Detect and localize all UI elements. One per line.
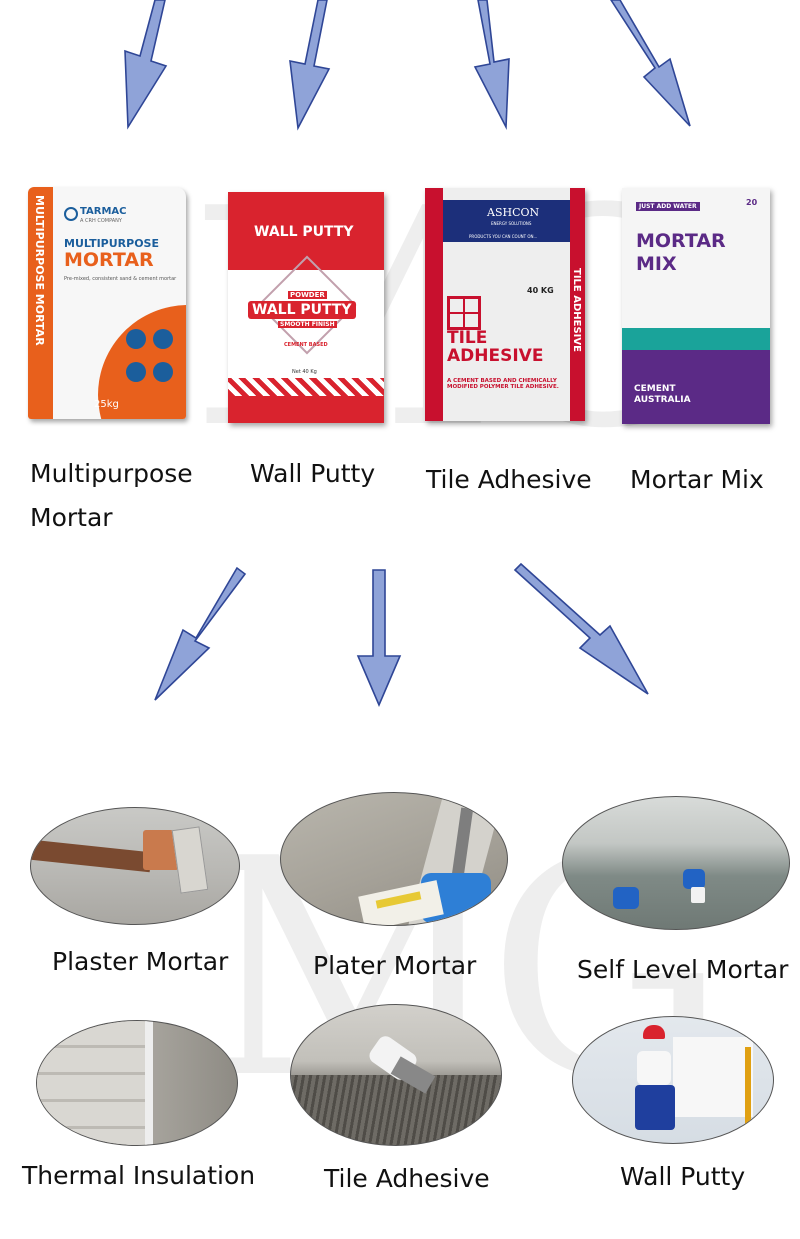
application-photo-tile-adhesive <box>290 1004 502 1146</box>
application-label-plaster-mortar: Plaster Mortar <box>52 947 229 976</box>
tile-grid-icon <box>447 296 481 330</box>
bag-finish: SMOOTH FINISH <box>278 321 337 328</box>
bag-top-title: WALL PUTTY <box>254 224 354 240</box>
bag-line2: MORTAR <box>64 249 154 271</box>
bag-brand1: CEMENT <box>634 384 676 394</box>
bag-brand-sub: A CRH COMPANY <box>80 218 122 224</box>
application-photo-plater-mortar <box>280 792 508 926</box>
arrow-down-icon <box>513 562 649 695</box>
bag-weight: 40 KG <box>527 286 554 295</box>
product-bag-mortar-mix: JUST ADD WATER 20 MORTAR MIX CEMENT AUST… <box>622 188 770 424</box>
product-label-multipurpose-mortar: Multipurpose Mortar <box>30 459 193 532</box>
application-photo-self-level-mortar <box>562 796 790 930</box>
bag-side-text: MULTIPURPOSE MORTAR <box>33 195 46 346</box>
bag-size: 20 <box>746 198 758 207</box>
application-label-tile-adhesive: Tile Adhesive <box>324 1164 490 1193</box>
bag-line2: ADHESIVE <box>447 346 544 366</box>
bag-brand2: AUSTRALIA <box>634 395 691 405</box>
arrow-down-icon <box>356 569 402 708</box>
bag-main-title: WALL PUTTY <box>248 301 356 319</box>
application-photo-thermal-insulation <box>36 1020 238 1146</box>
application-label-thermal-insulation: Thermal Insulation <box>22 1161 256 1190</box>
arrow-down-icon <box>610 0 691 127</box>
bag-desc: Pre-mixed, consistent sand & cement mort… <box>64 276 177 282</box>
application-label-self-level-mortar: Self Level Mortar <box>577 955 789 984</box>
arrow-down-icon <box>289 0 331 131</box>
bag-weight: Net 40 Kg <box>292 369 317 375</box>
bag-desc: A CEMENT BASED AND CHEMICALLY MODIFIED P… <box>447 378 559 390</box>
application-label-wall-putty: Wall Putty <box>620 1162 746 1191</box>
bag-brand-sub: ENERGY SOLUTIONS <box>491 221 532 226</box>
product-bag-tile-adhesive: TILE ADHESIVE ASHCON ENERGY SOLUTIONS PR… <box>425 188 585 421</box>
bag-line1: MULTIPURPOSE <box>64 237 159 250</box>
bag-line1: TILE <box>447 328 488 348</box>
arrow-down-icon <box>473 0 510 131</box>
application-label-plater-mortar: Plater Mortar <box>313 951 477 980</box>
bag-powder: POWDER <box>288 291 327 299</box>
bag-line1: MORTAR <box>636 230 726 252</box>
bag-badge: JUST ADD WATER <box>636 202 700 211</box>
tarmac-logo-icon <box>64 207 78 221</box>
product-bag-multipurpose-mortar: MULTIPURPOSE MORTAR TARMAC A CRH COMPANY… <box>28 187 186 419</box>
bag-brand: TARMAC <box>80 206 127 217</box>
application-photo-plaster-mortar <box>30 807 240 925</box>
bag-base: CEMENT BASED <box>284 342 328 348</box>
product-bag-wall-putty: WALL PUTTY POWDER WALL PUTTY SMOOTH FINI… <box>228 192 384 423</box>
bag-brand: ASHCON <box>487 206 540 219</box>
product-label-mortar-mix: Mortar Mix <box>630 465 764 494</box>
product-label-wall-putty: Wall Putty <box>250 459 376 488</box>
bag-weight: 25kg <box>94 399 119 410</box>
application-photo-wall-putty <box>572 1016 774 1144</box>
product-label-tile-adhesive: Tile Adhesive <box>426 465 592 494</box>
arrow-down-icon <box>154 566 247 701</box>
bag-line2: MIX <box>636 253 677 275</box>
arrow-down-icon <box>124 0 168 130</box>
bag-tagline: PRODUCTS YOU CAN COUNT ON... <box>469 234 538 239</box>
bag-side-text: TILE ADHESIVE <box>571 268 582 352</box>
